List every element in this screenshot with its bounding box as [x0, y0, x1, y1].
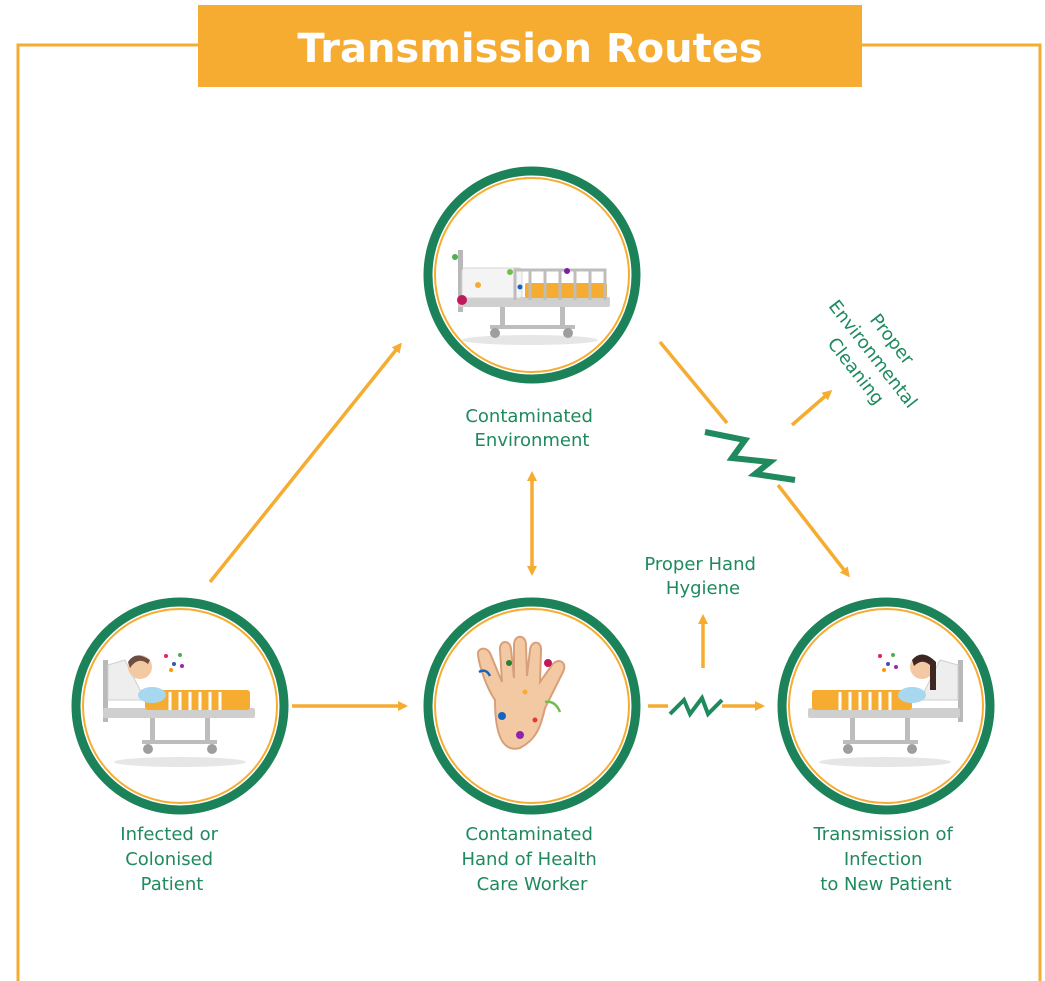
- arrow-environment-to-break: [658, 340, 729, 425]
- title-banner: Transmission Routes: [198, 5, 862, 87]
- arrow-to-environmental-cleaning: [790, 390, 833, 427]
- patient-in-bed-coughing-icon: [103, 653, 255, 767]
- break-symbol-hand: [668, 693, 724, 718]
- label-new-patient: Transmission of Infection to New Patient: [812, 824, 958, 895]
- label-contaminated-environment: Contaminated Environment: [465, 406, 598, 451]
- page-title: Transmission Routes: [297, 26, 762, 72]
- label-contaminated-hand: Contaminated Hand of Health Care Worker: [461, 824, 602, 895]
- contaminated-hand-icon: [476, 635, 566, 750]
- new-patient-in-bed-icon: [808, 653, 963, 767]
- node-new-patient: [777, 597, 995, 815]
- label-proper-environmental-cleaning: Proper Environmental Cleaning: [805, 282, 944, 432]
- node-contaminated-environment: [423, 166, 641, 384]
- label-infected-patient: Infected or Colonised Patient: [120, 824, 223, 895]
- node-infected-patient: [71, 597, 289, 815]
- label-proper-hand-hygiene: Proper Hand Hygiene: [644, 554, 761, 599]
- arrow-patient-to-environment: [208, 342, 402, 584]
- arrows: [208, 340, 850, 711]
- break-symbol-environment: [704, 429, 796, 483]
- arrow-break-to-new-patient: [776, 483, 850, 578]
- contaminated-hospital-bed-icon: [452, 250, 610, 345]
- outer-frame: [16, 43, 1042, 981]
- node-contaminated-hand: [423, 597, 641, 815]
